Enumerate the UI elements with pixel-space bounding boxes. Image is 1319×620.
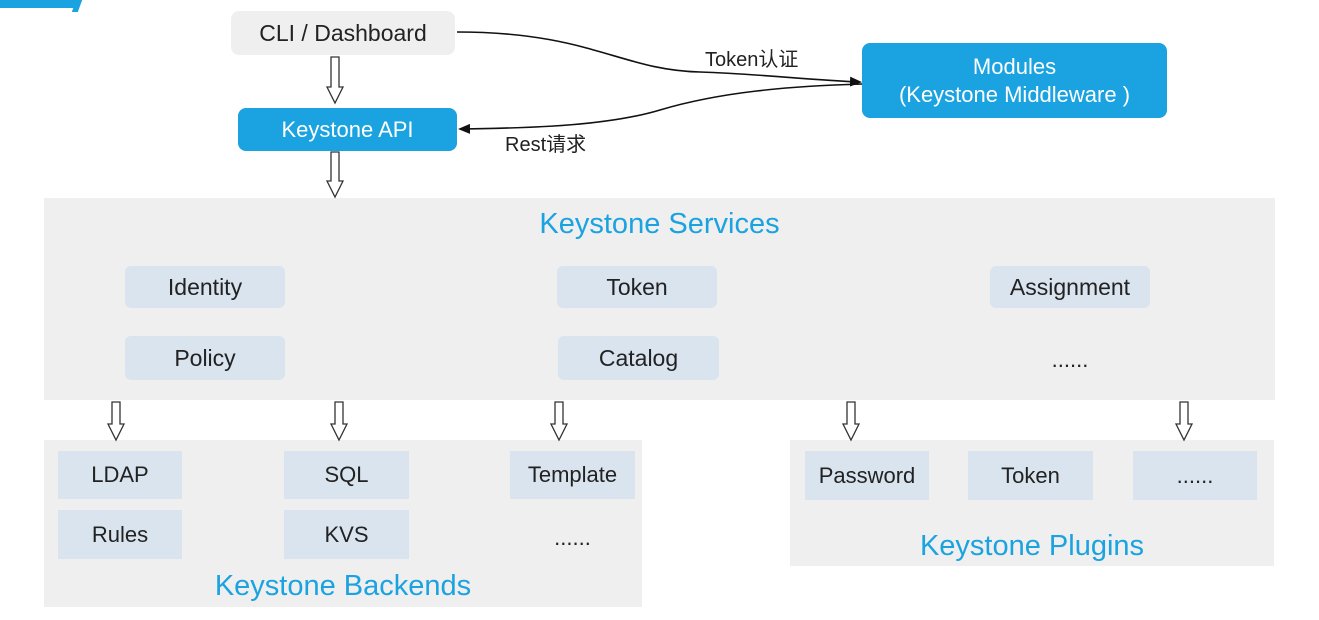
keystone-backends-title: Keystone Backends: [214, 569, 472, 602]
service-token[interactable]: Token: [557, 266, 717, 308]
keystone-services-title: Keystone Services: [539, 207, 780, 240]
down-arrow-to-ldap: [106, 401, 126, 442]
backend-sql[interactable]: SQL: [284, 451, 409, 499]
down-arrow-to-template: [549, 401, 569, 442]
edge-token-auth: [456, 31, 862, 87]
service-more: ......: [1051, 347, 1089, 372]
plugin-password[interactable]: Password: [805, 451, 929, 500]
backend-ldap[interactable]: LDAP: [58, 451, 182, 499]
backend-kvs[interactable]: KVS: [284, 510, 409, 559]
backend-template[interactable]: Template: [510, 451, 635, 499]
plugin-token[interactable]: Token: [968, 451, 1093, 500]
service-identity[interactable]: Identity: [125, 266, 285, 308]
service-catalog[interactable]: Catalog: [558, 336, 719, 380]
keystone-api-label: Keystone API: [281, 116, 414, 142]
cli-dashboard-label: CLI / Dashboard: [259, 19, 427, 46]
plugin-more[interactable]: ......: [1133, 451, 1257, 500]
service-policy[interactable]: Policy: [125, 336, 285, 380]
cli-dashboard-node[interactable]: CLI / Dashboard: [231, 11, 455, 55]
keystone-api-node[interactable]: Keystone API: [238, 108, 457, 151]
token-auth-label: Token认证: [705, 49, 799, 71]
down-arrow-to-sql: [329, 401, 349, 442]
down-arrow-to-password: [841, 401, 861, 442]
modules-subtitle: (Keystone Middleware ): [898, 81, 1131, 107]
modules-title: Modules: [972, 54, 1057, 79]
corner-accent-bar: [0, 0, 78, 8]
down-arrow-cli-to-api: [325, 56, 345, 105]
rest-request-label: Rest请求: [505, 134, 587, 156]
backend-more: ......: [554, 525, 591, 550]
edge-rest-request: [458, 83, 863, 134]
service-assignment[interactable]: Assignment: [990, 266, 1150, 308]
backend-rules[interactable]: Rules: [58, 510, 182, 559]
keystone-plugins-title: Keystone Plugins: [919, 529, 1145, 562]
down-arrow-to-plugins-more: [1174, 401, 1194, 442]
modules-node[interactable]: Modules (Keystone Middleware ): [862, 43, 1167, 118]
down-arrow-api-to-services: [325, 151, 345, 199]
